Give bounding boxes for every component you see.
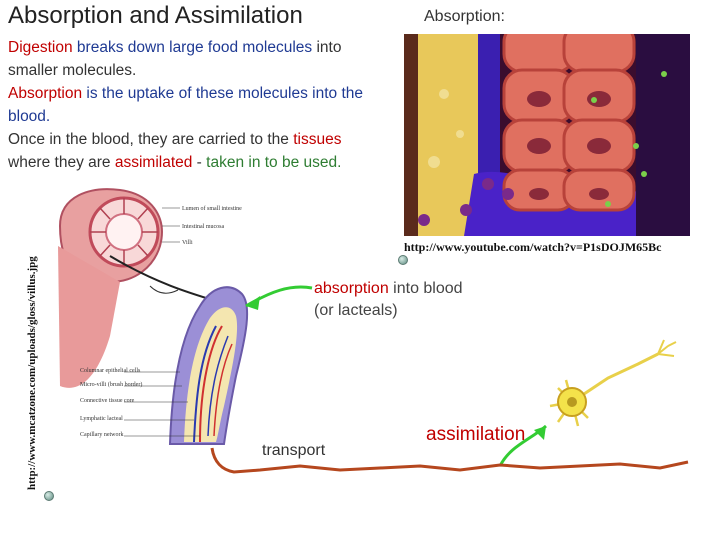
video-frame-image <box>404 34 690 236</box>
term-absorption: absorption <box>314 280 389 297</box>
image-source-url[interactable]: http://www.mcatzone.com/uploads/gloss/vi… <box>26 256 38 490</box>
text-span: into smaller molecules. <box>8 39 342 79</box>
paragraph-assimilation: Once in the blood, they are carried to t… <box>8 128 378 174</box>
term-absorption: Absorption <box>8 85 83 102</box>
paragraph-absorption: Absorption is the uptake of these molecu… <box>8 82 378 128</box>
label-villi: Villi <box>182 240 193 246</box>
video-source-url[interactable]: http://www.youtube.com/watch?v=P1sDOJM65… <box>404 240 662 254</box>
label-capillary: Capillary network <box>80 432 124 438</box>
body-text: Digestion breaks down large food molecul… <box>8 36 378 174</box>
audio-button-icon[interactable] <box>398 255 408 265</box>
term-taken-in: taken in to be used. <box>206 154 342 171</box>
text-span: (or lacteals) <box>314 302 398 319</box>
text-span: - <box>192 154 207 171</box>
audio-button-icon[interactable] <box>44 491 54 501</box>
text-span: where they are <box>8 154 115 171</box>
label-epithelial: Columnar epithelial cells <box>80 368 141 374</box>
term-digestion: Digestion <box>8 39 73 56</box>
slide-title: Absorption and Assimilation <box>8 2 303 29</box>
label-lacteal: Lymphatic lacteal <box>80 416 123 422</box>
text-span: into blood <box>388 280 463 297</box>
transport-label: transport <box>262 442 326 459</box>
text-span: Once in the blood, they are carried to t… <box>8 131 294 148</box>
villus-diagram: Lumen of small intestine Intestinal muco… <box>58 188 249 445</box>
paragraph-digestion: Digestion breaks down large food molecul… <box>8 36 378 82</box>
label-lumen: Lumen of small intestine <box>182 205 242 212</box>
label-microvilli: Micro-villi (brush border) <box>80 381 142 388</box>
term-tissues: tissues <box>293 131 342 148</box>
label-connective: Connective tissue core <box>80 398 135 404</box>
absorption-into-blood-label: absorption into blood (or lacteals) <box>314 278 463 322</box>
absorption-video[interactable] <box>404 34 690 236</box>
term-assimilated: assimilated <box>114 154 193 171</box>
label-mucosa: Intestinal mucosa <box>182 224 224 230</box>
absorption-label: Absorption: <box>424 8 505 25</box>
neuron-icon <box>549 339 677 427</box>
assimilation-label: assimilation <box>426 424 526 445</box>
text-span: is the uptake of these molecules into th… <box>8 85 364 125</box>
text-span: breaks down large food molecules <box>72 39 313 56</box>
